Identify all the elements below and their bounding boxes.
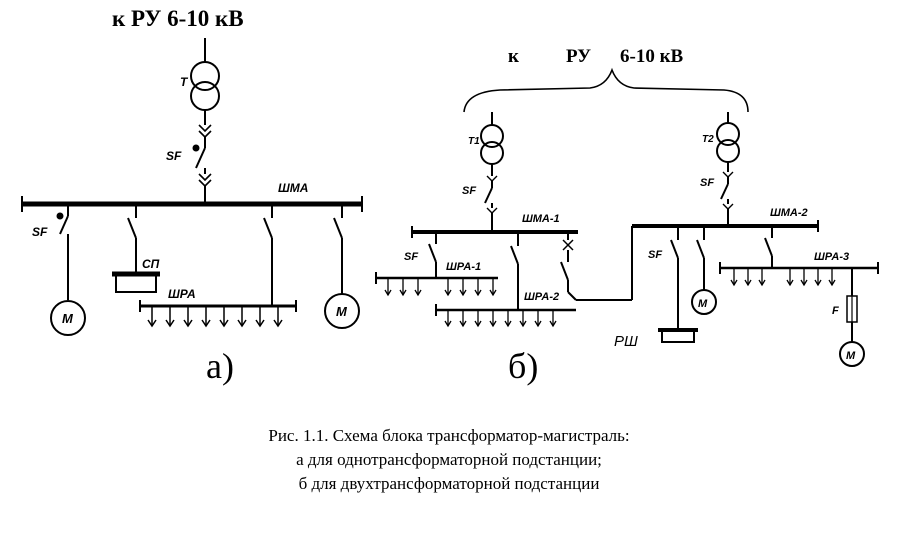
source-label-b-k: к bbox=[508, 46, 519, 67]
figure-caption: Рис. 1.1. Схема блока трансформатор-маги… bbox=[0, 424, 898, 496]
rsh-label: РШ bbox=[614, 333, 638, 350]
busbar1-label: ШМА-1 bbox=[522, 213, 560, 225]
dist3-label: ШРА-3 bbox=[814, 251, 849, 263]
sf4-label: SF bbox=[648, 249, 662, 261]
fuse-label: F bbox=[832, 305, 839, 317]
main-breaker-sf bbox=[192, 144, 206, 169]
motor-label-a-right: M bbox=[336, 304, 348, 319]
t2-label: Т2 bbox=[702, 134, 714, 145]
subfigure-label-b: б) bbox=[508, 346, 538, 386]
source-brace bbox=[463, 67, 749, 113]
source-label-b-ru: РУ bbox=[566, 46, 591, 67]
motor-label-a-left: M bbox=[62, 311, 74, 326]
source-label-a: к РУ 6-10 кВ bbox=[112, 6, 244, 31]
shra-outlets bbox=[147, 306, 283, 328]
subfigure-label-a: а) bbox=[206, 346, 234, 386]
motor-b-center bbox=[691, 289, 717, 315]
busbar-label-a: ШМА bbox=[278, 181, 308, 195]
caption-line-2: а для однотрансформаторной подстанции; bbox=[296, 450, 602, 469]
busbar2-label: ШМА-2 bbox=[770, 207, 808, 219]
distribution-label-a: ШРА bbox=[168, 287, 196, 301]
motor-label-b-center: M bbox=[698, 298, 708, 310]
source-label-b-kv: 6-10 кВ bbox=[620, 46, 684, 67]
caption-line-3: б для двухтрансформаторной подстанции bbox=[298, 474, 600, 493]
transformer-t1 bbox=[480, 124, 504, 148]
panel-sp bbox=[115, 273, 157, 293]
transformer-t2 bbox=[716, 122, 740, 146]
motor-a-right bbox=[324, 293, 360, 329]
caption-line-1: Рис. 1.1. Схема блока трансформатор-маги… bbox=[268, 426, 630, 445]
dist1-label: ШРА-1 bbox=[446, 261, 481, 273]
diagram-a bbox=[21, 38, 363, 336]
motor-b-right bbox=[839, 341, 865, 367]
motor-a-left bbox=[50, 300, 86, 336]
sf1-label: SF bbox=[462, 185, 476, 197]
breaker-label-a: SF bbox=[166, 149, 182, 163]
sf3-label: SF bbox=[404, 251, 418, 263]
panel-label-a: СП bbox=[142, 257, 160, 271]
dist2-label: ШРА-2 bbox=[524, 291, 559, 303]
sf2-label: SF bbox=[700, 177, 714, 189]
transformer-t bbox=[190, 61, 220, 111]
diagram-b bbox=[375, 67, 879, 367]
transformer-label-a: Т bbox=[180, 75, 189, 89]
t1-label: Т1 bbox=[468, 136, 480, 147]
motor-label-b-right: M bbox=[846, 350, 856, 362]
feeder-breaker-label-a: SF bbox=[32, 225, 48, 239]
